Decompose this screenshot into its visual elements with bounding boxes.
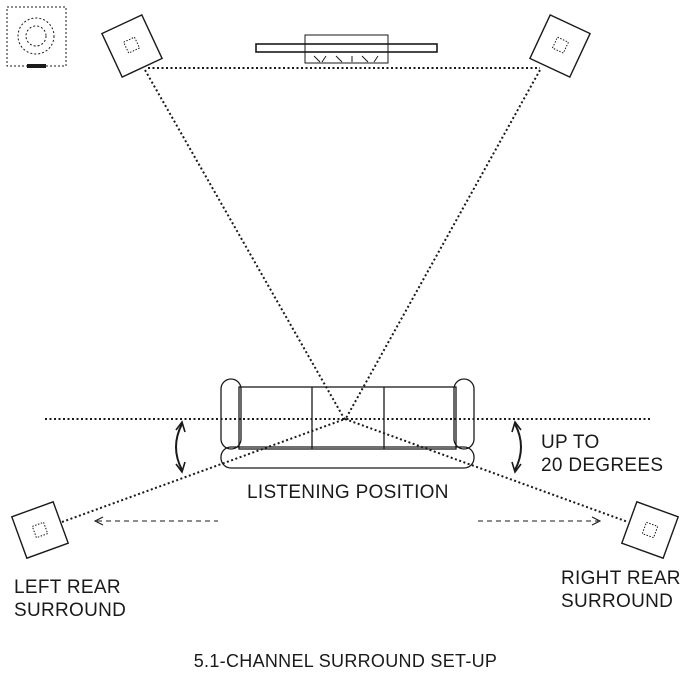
subwoofer-icon <box>6 6 67 68</box>
move-right-arrow-icon <box>478 516 602 526</box>
rear-left-speaker-icon <box>10 500 70 560</box>
angle-label-line-2: 20 DEGREES <box>541 455 664 476</box>
front-left-speaker-icon <box>100 14 164 78</box>
angle-arrow-left-icon <box>175 420 186 474</box>
front-right-speaker-icon <box>528 14 592 78</box>
right-rear-surround-label: RIGHT REAR SURROUND <box>561 567 681 613</box>
left-rear-surround-label: LEFT REAR SURROUND <box>14 576 126 622</box>
angle-label-line-1: UP TO <box>541 432 600 453</box>
left-rear-label-line-1: LEFT REAR <box>14 577 121 598</box>
right-rear-label-line-2: SURROUND <box>561 591 674 612</box>
rear-right-to-listener-line <box>344 418 629 523</box>
front-right-to-listener-line <box>344 69 541 421</box>
rear-right-speaker-icon <box>620 500 680 560</box>
listening-position-label: LISTENING POSITION <box>247 482 449 503</box>
angle-label: UP TO 20 DEGREES <box>541 431 663 477</box>
sofa-icon <box>220 378 475 469</box>
rear-left-to-listener-line <box>61 418 346 523</box>
sound-path-lines <box>45 67 651 523</box>
move-left-arrow-icon <box>93 516 218 526</box>
angle-arrow-right-icon <box>511 420 522 474</box>
left-rear-label-line-2: SURROUND <box>14 600 127 621</box>
right-rear-label-line-1: RIGHT REAR <box>561 568 681 589</box>
center-speaker-icon <box>255 34 438 64</box>
front-left-to-listener-line <box>144 69 346 421</box>
diagram-caption: 5.1-CHANNEL SURROUND SET-UP <box>193 651 498 671</box>
